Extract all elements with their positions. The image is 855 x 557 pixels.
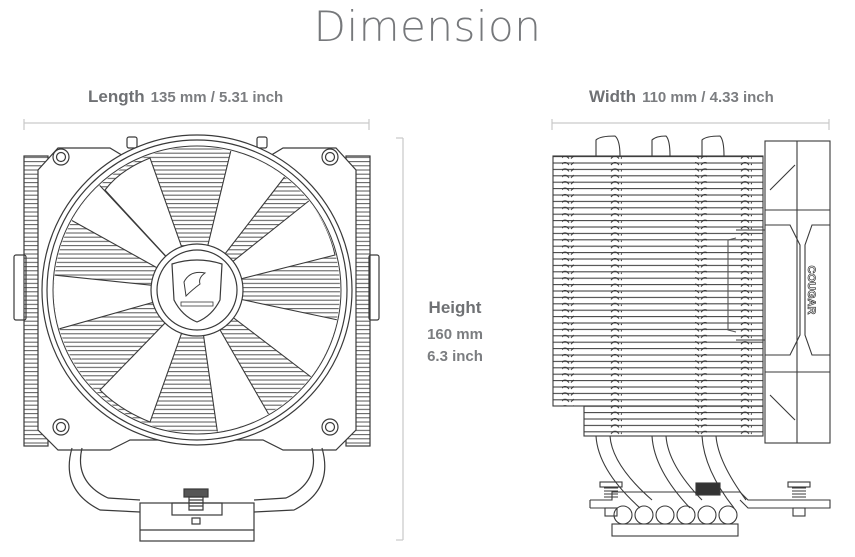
length-key: Length	[88, 87, 145, 106]
fan-brand-text: COUGAR	[805, 266, 817, 315]
mount-screw-icon	[183, 488, 209, 525]
width-key: Width	[589, 87, 637, 106]
height-label: Height 160 mm 6.3 inch	[410, 298, 500, 368]
width-dimension-line	[551, 119, 830, 130]
cougar-logo-icon	[171, 259, 223, 323]
length-label: Length 135 mm / 5.31 inch	[88, 87, 283, 107]
front-view	[13, 134, 380, 542]
side-view: COUGAR	[552, 135, 831, 537]
spring-screw-icon	[599, 481, 811, 517]
height-value-inch: 6.3 inch	[427, 348, 483, 365]
page-title: Dimension	[313, 2, 542, 51]
width-label: Width 110 mm / 4.33 inch	[589, 87, 774, 107]
center-screw-icon	[695, 482, 721, 496]
mount-screw-icon	[52, 148, 339, 436]
length-value: 135 mm / 5.31 inch	[150, 89, 284, 106]
length-dimension-line	[23, 119, 370, 130]
height-value-mm: 160 mm	[427, 326, 483, 343]
width-value: 110 mm / 4.33 inch	[642, 89, 774, 106]
height-key: Height	[428, 298, 482, 317]
height-dimension-line	[396, 137, 404, 541]
